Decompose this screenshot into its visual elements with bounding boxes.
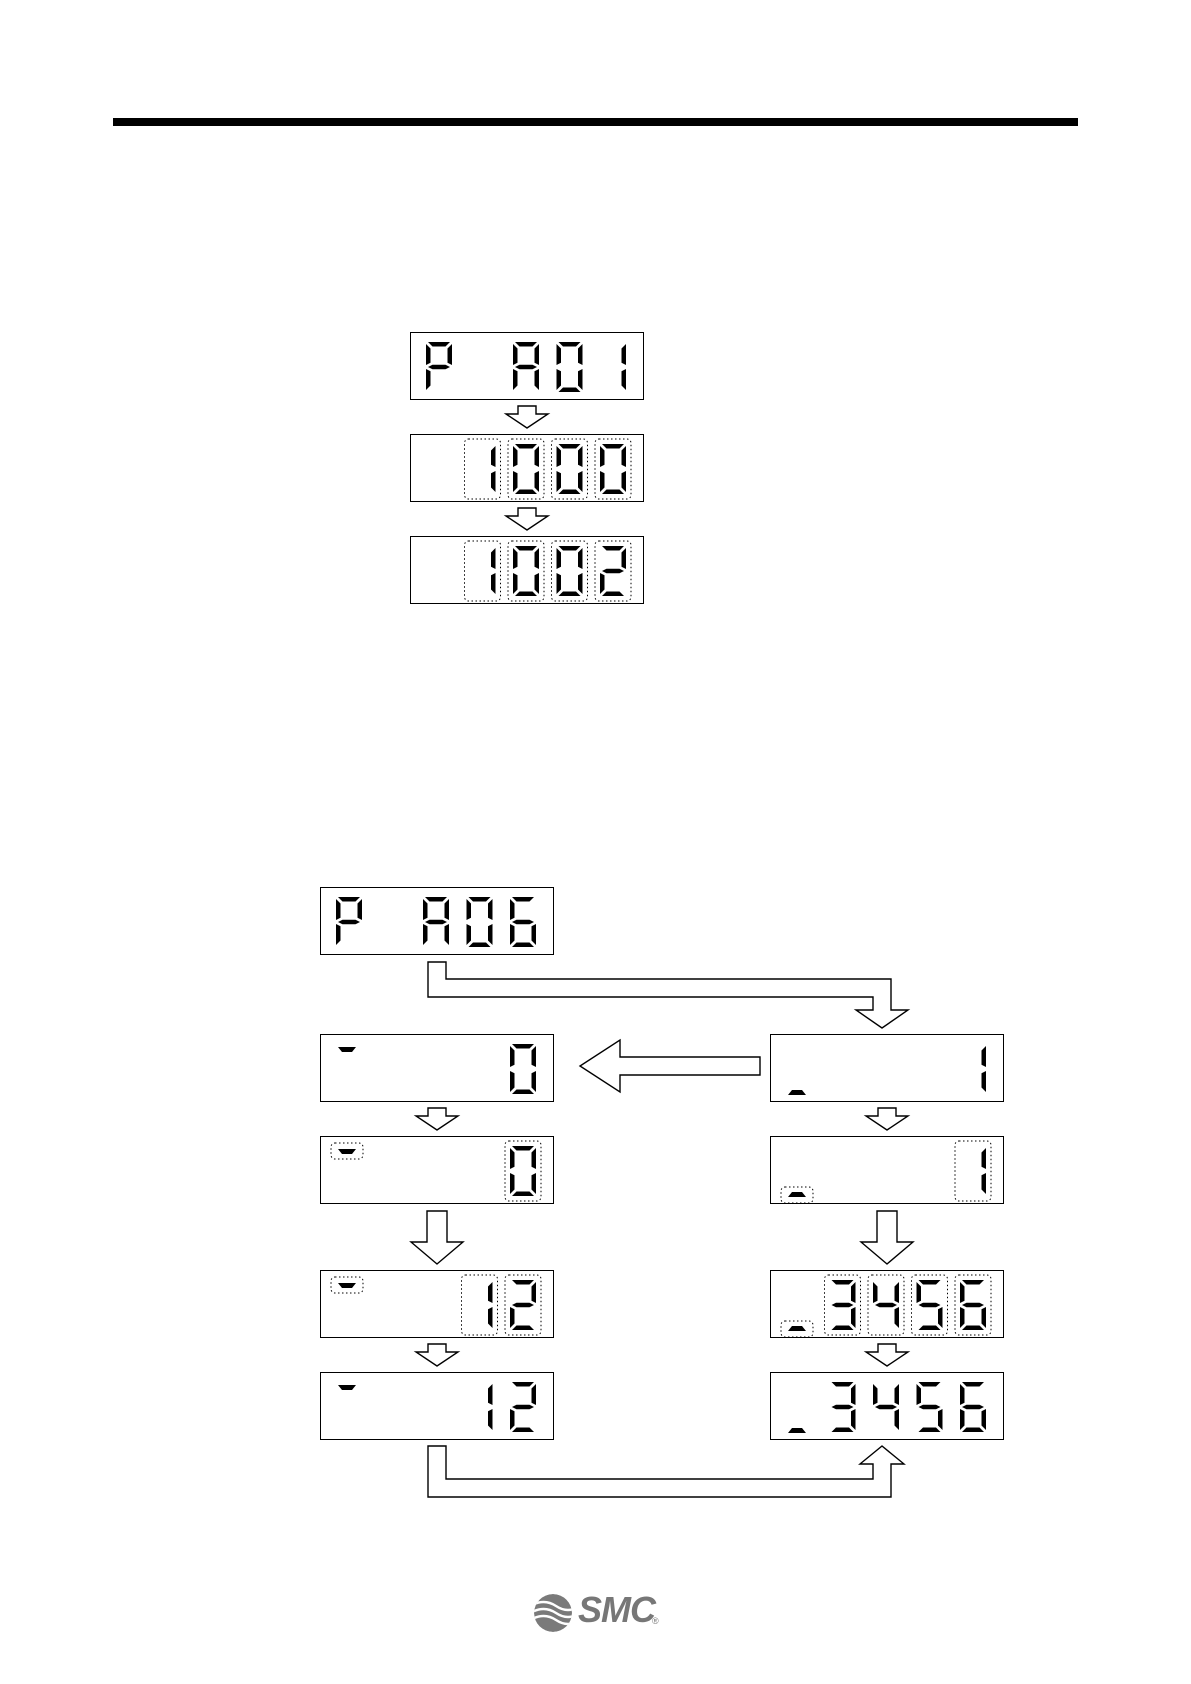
flow-arrow-return-icon bbox=[428, 1446, 904, 1497]
down-arrow-icon bbox=[416, 1344, 458, 1366]
down-arrow-icon bbox=[861, 1211, 913, 1264]
down-arrow-icon bbox=[866, 1108, 908, 1130]
down-arrow-icon bbox=[506, 508, 548, 530]
brand-logo-text: SMC bbox=[578, 1589, 655, 1631]
registered-mark: ® bbox=[652, 1616, 659, 1626]
down-arrow-icon bbox=[506, 406, 548, 428]
left-arrow-icon bbox=[580, 1040, 760, 1092]
down-arrow-icon bbox=[411, 1211, 463, 1264]
down-arrow-icon bbox=[866, 1344, 908, 1366]
down-arrow-icon bbox=[416, 1108, 458, 1130]
flow-arrow-right-branch-icon bbox=[428, 962, 908, 1028]
